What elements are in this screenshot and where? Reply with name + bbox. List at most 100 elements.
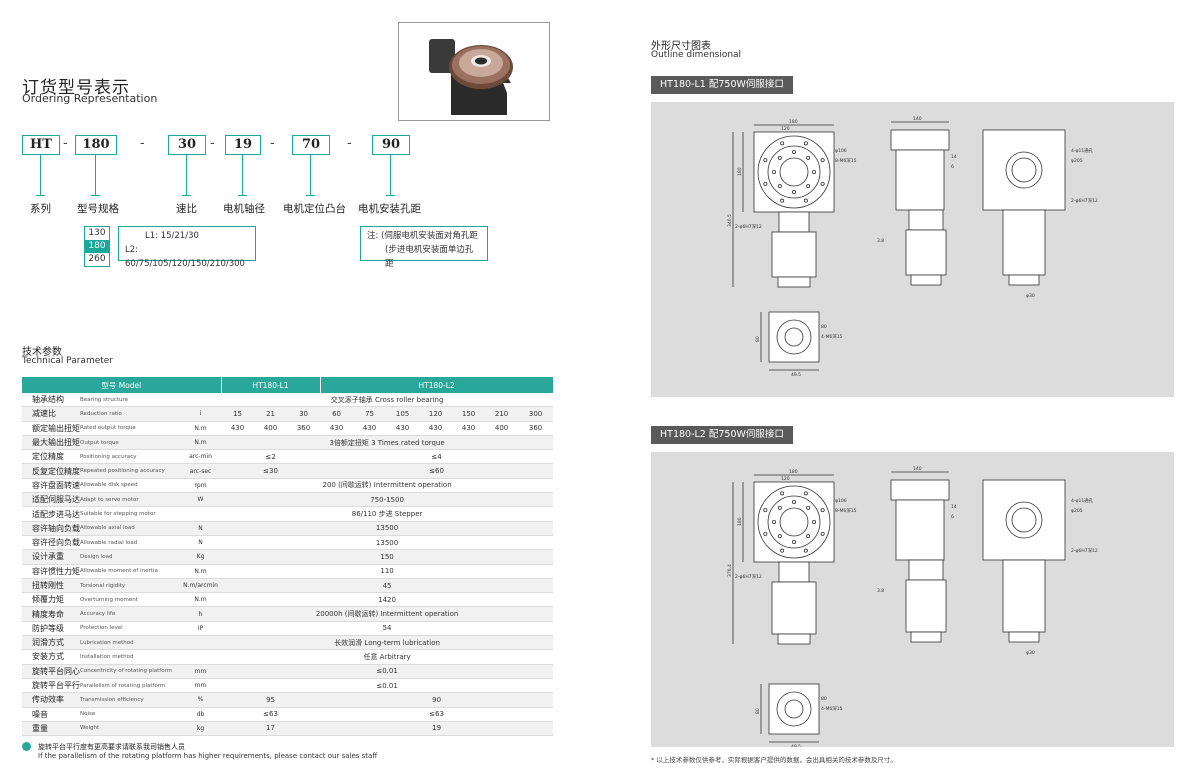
spec-cell: 15 [221, 406, 255, 422]
bolt-hole [803, 548, 808, 553]
spec-cell: ≤63 [320, 707, 554, 722]
spec-row: 旋转平台平行度Parallelism of rotating platformm… [22, 678, 554, 694]
spec-cell: rpm [180, 478, 222, 494]
hole-note-line2: (步进电机安装面单边孔距 [385, 245, 474, 269]
top-view [1005, 501, 1043, 539]
spec-cell [180, 635, 222, 651]
bolt-hole [763, 531, 768, 536]
footnote-bullet-icon [22, 742, 31, 751]
bolt-hole [777, 155, 782, 160]
bottom-view [776, 691, 812, 727]
size-option: 260 [88, 254, 106, 264]
dimension-label: 6 [951, 164, 954, 170]
spec-cell: arc-min [180, 449, 222, 465]
label-series: 系列 [30, 203, 51, 215]
spec-cell: 360 [518, 421, 554, 436]
code-boss: 70 [292, 135, 330, 155]
spec-cell: Rated output torque [80, 421, 180, 436]
spec-cell: 200 (间歇运转) Intermittent operation [221, 478, 554, 494]
spec-cell: h [180, 606, 222, 622]
spec-cell: 430 [386, 421, 420, 436]
bolt-hole [791, 190, 796, 195]
spec-cell: 13500 [221, 535, 554, 551]
connector-line [242, 155, 243, 195]
size-option: 130 [88, 228, 106, 238]
motor-body [771, 581, 817, 635]
bolt-hole [820, 508, 825, 513]
spec-cell: Installation method [80, 649, 180, 665]
spec-cell: 设计承重 [22, 549, 80, 565]
dimension-label: 4-φ11通孔 [1071, 147, 1094, 154]
spec-cell: 150 [452, 406, 486, 422]
spec-cell: W [180, 492, 222, 508]
spec-cell: Output torque [80, 435, 180, 451]
spec-cell: Adapt to servo motor [80, 492, 180, 508]
spec-cell: 430 [452, 421, 486, 436]
side-view [890, 479, 950, 501]
bolt-hole [763, 181, 768, 186]
spec-cell: ≤30 [221, 463, 321, 479]
spec-cell: Concentricity of rotating platform [80, 664, 180, 679]
label-size: 型号规格 [77, 203, 119, 215]
bolt-hole [806, 184, 811, 189]
spec-cell: N.m [180, 592, 222, 608]
connector-line [95, 155, 96, 195]
dimension-label: 80 [755, 336, 761, 342]
hole-note: 注: (伺服电机安装面对角孔距 (步进电机安装面单边孔距 [360, 226, 488, 269]
spec-cell: Accuracy life [80, 606, 180, 622]
spec-cell: 150 [221, 549, 554, 565]
dimension-label: 49.5 [791, 744, 801, 747]
dimension-label: 3.8 [877, 588, 884, 594]
spec-cell: IP [180, 621, 222, 637]
bolt-hole [763, 158, 768, 163]
front-view [767, 145, 821, 199]
spec-cell: Protection level [80, 621, 180, 637]
bolt-hole [763, 508, 768, 513]
bolt-hole [791, 500, 796, 505]
dimension-label: 8-M6深15 [835, 507, 857, 514]
spec-cell: 110 [221, 564, 554, 579]
spec-cell: ≤63 [221, 707, 321, 722]
spec-cell: 最大输出扭矩 [22, 435, 80, 451]
spec-cell: 任意 Arbitrary [221, 649, 554, 665]
dimension-label: φ205 [1071, 158, 1083, 164]
label-ratio: 速比 [176, 203, 197, 215]
connector-tick [238, 195, 247, 196]
spec-cell: 反复定位精度 [22, 463, 80, 479]
ordering-title-en: Ordering Representation [22, 92, 158, 105]
dimension-label: 180 [737, 517, 743, 526]
spec-cell: N.m/arcmin [180, 578, 222, 594]
spec-cell: 30 [287, 406, 321, 422]
code-hole: 90 [372, 135, 410, 155]
top-view [1011, 157, 1037, 183]
spec-cell: arc-sec [180, 463, 222, 479]
spec-cell: 重量 [22, 721, 80, 737]
spec-cell: Kg [180, 549, 222, 565]
dimension-label: 120 [781, 126, 790, 132]
spec-cell: mm [180, 678, 222, 694]
side-view [908, 559, 944, 581]
product-photo [398, 22, 550, 121]
spec-cell: Noise [80, 707, 180, 722]
connector-tick [386, 195, 395, 196]
tech-footnote-en: If the parallelism of the rotating platf… [38, 752, 378, 760]
spec-cell: Lubrication method [80, 635, 180, 651]
motor-flange [778, 561, 810, 583]
motor-body [771, 231, 817, 278]
dimension-label: 49.5 [791, 372, 801, 378]
dimension-label: 2-φ6H7深12 [735, 223, 762, 230]
connector-tick [91, 195, 100, 196]
spec-cell: Allowable moment of inertia [80, 564, 180, 579]
spec-cell: 旋转平台平行度 [22, 678, 80, 694]
spec-cell: Bearing structure [80, 393, 180, 408]
spec-cell: 20000h (间歇运转) Intermittent operation [221, 606, 554, 622]
spec-cell: 3倍额定扭矩 3 Times rated torque [221, 435, 554, 451]
dimension-label: 14 [951, 154, 957, 160]
dimension-label: φ106 [835, 498, 847, 504]
bolt-hole [811, 520, 816, 525]
bolt-hole [803, 198, 808, 203]
